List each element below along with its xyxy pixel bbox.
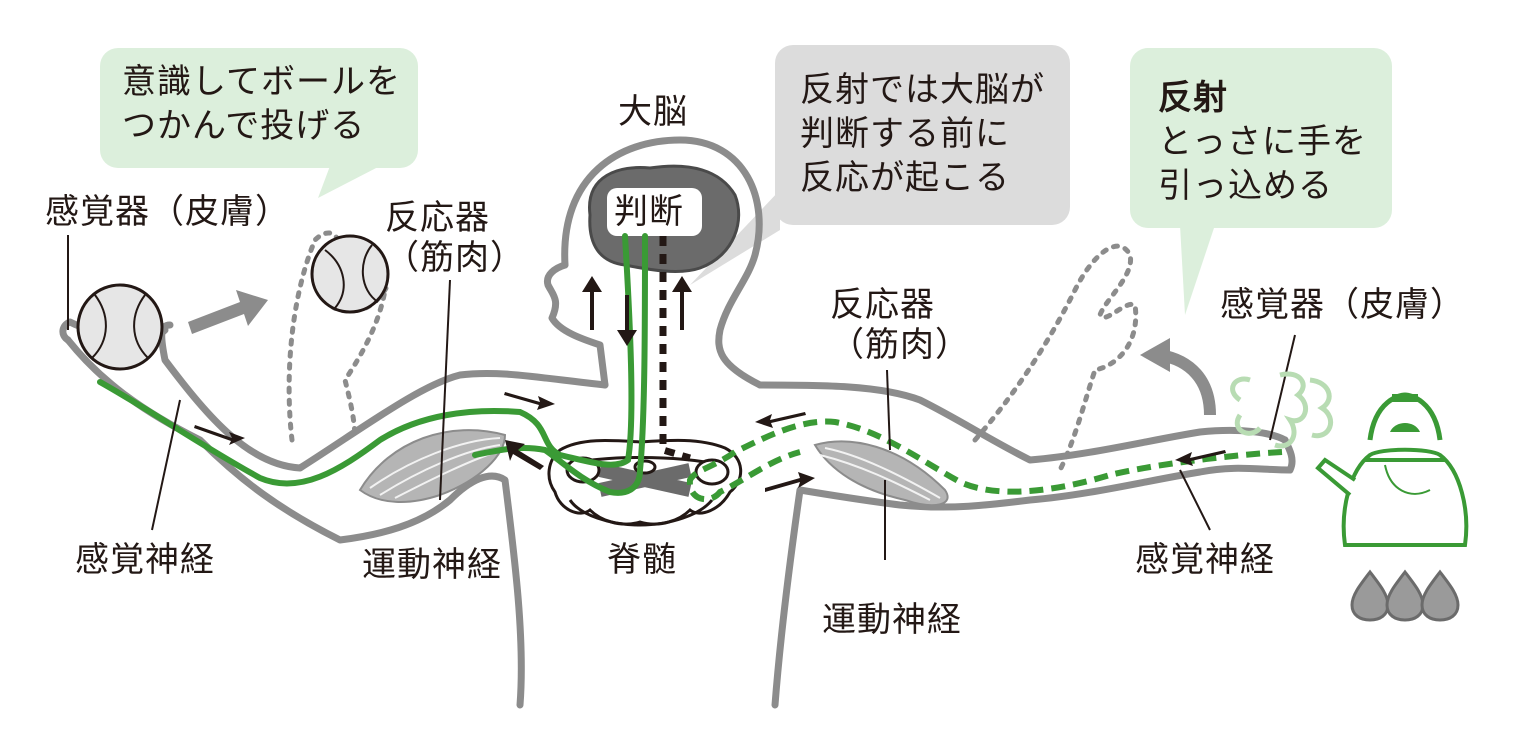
sensor-left-label: 感覚器（皮膚） [45, 192, 290, 232]
baseball-icon [76, 283, 164, 371]
dotted-hand-right [972, 243, 1139, 473]
direction-arrows [194, 276, 1226, 492]
bubble-reflex-brain-text: 反射では大脳が 判断する前に 反応が起こる [800, 70, 1045, 198]
sensory-nerve-right-label: 感覚神経 [1135, 540, 1275, 580]
cerebrum-label: 大脳 [618, 92, 688, 132]
spinal-cord [547, 438, 743, 527]
kettle-icon [1315, 392, 1469, 547]
judgment-label: 判断 [614, 192, 684, 232]
motion-arrow-left [188, 290, 268, 334]
pointer-lines [67, 235, 1296, 560]
gas-flame-icon [1350, 569, 1460, 622]
baseball-ghost-icon [310, 234, 390, 314]
bubble-conscious-text: 意識してボールを つかんで投げる [122, 62, 401, 146]
motor-nerve-right-label: 運動神経 [822, 600, 962, 640]
bubble-reflex [1130, 48, 1392, 315]
effector-right-label: 反応器 （筋肉） [830, 285, 970, 365]
conscious-nerve-path [97, 233, 648, 496]
sensory-nerve-left-label: 感覚神経 [75, 540, 215, 580]
steam-icon [1230, 371, 1334, 449]
bubble-reflex-body: とっさに手を 引っ込める [1158, 122, 1367, 206]
muscle-right [813, 440, 949, 507]
effector-left-label: 反応器 （筋肉） [385, 198, 525, 278]
reflex-nerve-path [686, 418, 1283, 503]
motion-arrow-right [1140, 338, 1216, 416]
motor-nerve-left-label: 運動神経 [362, 545, 502, 585]
sensor-right-label: 感覚器（皮膚） [1220, 285, 1465, 325]
muscle-left [358, 429, 507, 503]
bubble-conscious [100, 48, 418, 198]
spinal-cord-label: 脊髄 [607, 540, 677, 580]
bubble-reflex-title: 反射 [1158, 78, 1228, 118]
dotted-hand-left [286, 230, 389, 443]
